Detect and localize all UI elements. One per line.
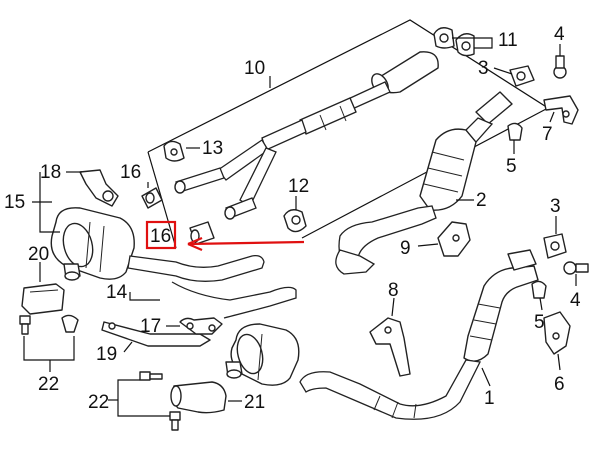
callout-3-lower: 3 bbox=[550, 196, 561, 217]
bracket-8[interactable] bbox=[369, 317, 411, 377]
leader-lines bbox=[23, 37, 577, 417]
callout-15: 15 bbox=[4, 192, 25, 213]
bracket-17[interactable] bbox=[179, 317, 223, 335]
callout-19: 19 bbox=[96, 344, 117, 365]
gasket-3-upper[interactable] bbox=[509, 65, 535, 87]
insulator-21[interactable] bbox=[21, 283, 65, 315]
bolt-4-lower[interactable] bbox=[563, 261, 589, 275]
muffler-15[interactable] bbox=[50, 207, 135, 281]
bolt-22-lower-a[interactable] bbox=[139, 371, 163, 381]
bolt-22-left[interactable] bbox=[19, 315, 31, 335]
gasket-3-lower[interactable] bbox=[543, 233, 567, 259]
bracket-7[interactable] bbox=[543, 95, 579, 125]
callout-21: 20 bbox=[28, 244, 49, 265]
callout-2: 2 bbox=[476, 190, 487, 211]
clamp-16-upper[interactable] bbox=[141, 187, 163, 209]
callout-17: 17 bbox=[140, 316, 161, 337]
callout-13: 13 bbox=[202, 138, 223, 159]
callout-18: 18 bbox=[40, 162, 61, 183]
hanger-18[interactable] bbox=[79, 169, 119, 207]
bolt-22-lower-b[interactable] bbox=[169, 411, 181, 431]
callout-16-highlighted: 16 bbox=[150, 226, 171, 247]
callout-5-upper: 5 bbox=[506, 156, 517, 177]
callout-22-lower: 22 bbox=[88, 392, 109, 413]
callout-11: 11 bbox=[498, 30, 518, 51]
callout-4-upper: 4 bbox=[554, 24, 565, 45]
callout-5-lower: 5 bbox=[534, 312, 545, 333]
callout-10: 10 bbox=[244, 58, 265, 79]
callout-3-upper: 3 bbox=[478, 58, 489, 79]
callout-14: 14 bbox=[106, 282, 128, 303]
callout-labels: 10 13 16 12 18 15 16 20 14 17 19 22 22 2… bbox=[4, 24, 581, 413]
nut-5-upper[interactable] bbox=[507, 122, 523, 141]
bolt-4-upper[interactable] bbox=[553, 55, 567, 79]
callout-8: 8 bbox=[388, 280, 399, 301]
callout-9: 9 bbox=[400, 238, 411, 259]
converter-pipe-1[interactable] bbox=[299, 249, 539, 420]
callout-7: 7 bbox=[542, 124, 553, 145]
clamp-11[interactable] bbox=[433, 27, 475, 57]
callout-20: 21 bbox=[244, 392, 265, 413]
rear-muffler[interactable] bbox=[225, 323, 300, 386]
tail-pipe-14[interactable] bbox=[127, 254, 297, 319]
bolt-22-right[interactable] bbox=[61, 314, 79, 333]
exhaust-tip-20[interactable] bbox=[170, 381, 227, 414]
part-16-highlight bbox=[145, 220, 305, 252]
callout-12: 12 bbox=[288, 176, 309, 197]
bracket-9[interactable] bbox=[437, 221, 471, 257]
group-10-outline bbox=[147, 19, 550, 249]
callout-16-upper: 16 bbox=[120, 162, 141, 183]
callout-6: 6 bbox=[554, 374, 565, 395]
front-pipe-2[interactable] bbox=[335, 91, 513, 275]
nut-5-lower[interactable] bbox=[531, 280, 547, 299]
callout-4-lower: 4 bbox=[570, 290, 581, 311]
bracket-19[interactable] bbox=[101, 321, 211, 347]
callout-22-upper: 22 bbox=[38, 374, 59, 395]
clamp-13[interactable] bbox=[163, 140, 185, 162]
callout-1: 1 bbox=[484, 388, 495, 409]
hanger-12[interactable] bbox=[283, 209, 307, 233]
resonator-pipe-assembly[interactable] bbox=[174, 51, 439, 220]
bracket-6[interactable] bbox=[543, 311, 571, 355]
